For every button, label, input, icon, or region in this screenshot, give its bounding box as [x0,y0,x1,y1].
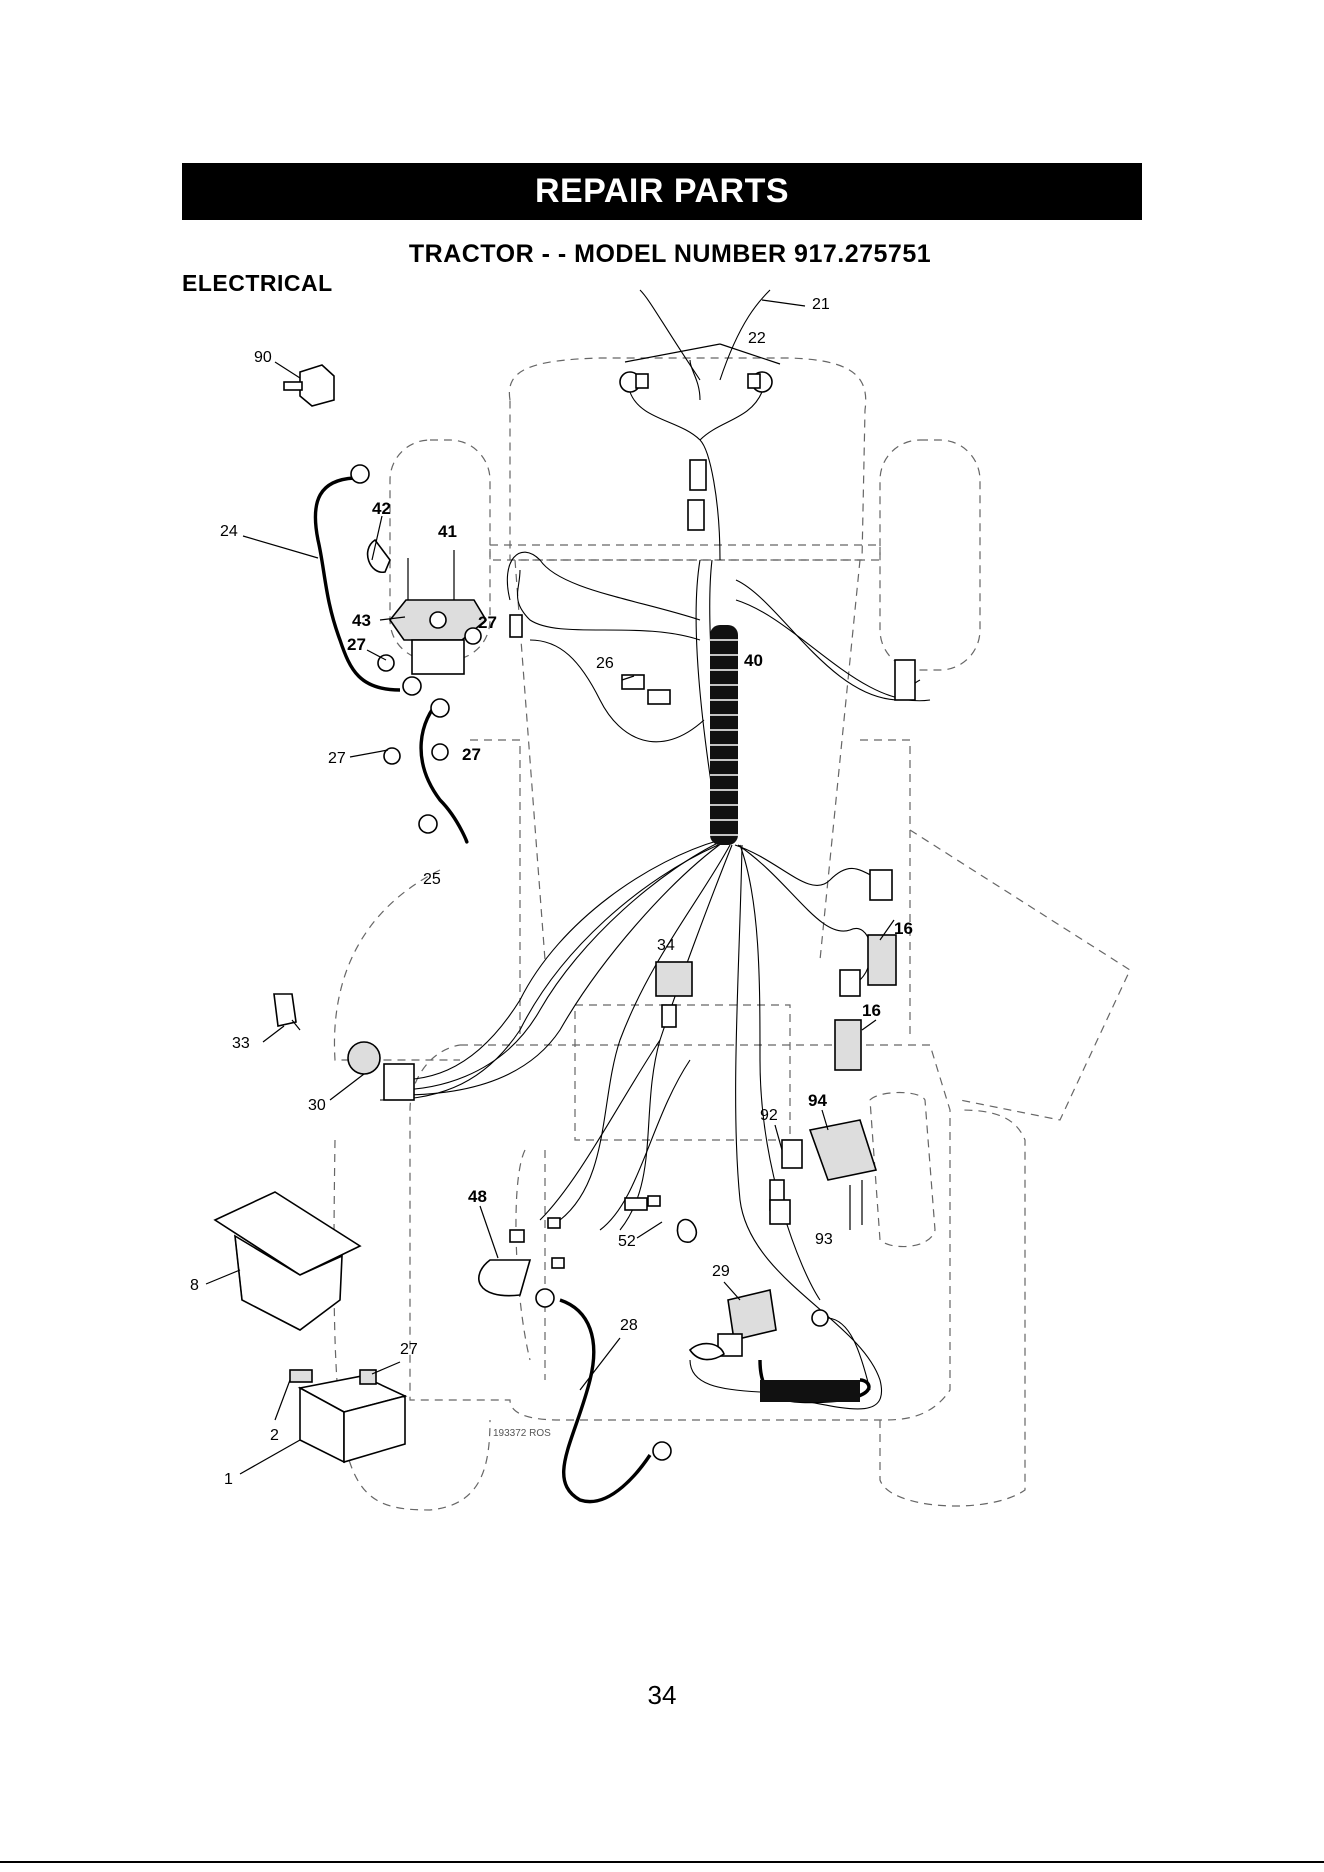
callout-33: 33 [232,1035,250,1052]
callout-27-b: 27 [478,613,497,632]
callout-34: 34 [657,937,675,954]
callout-16-a: 16 [894,919,913,938]
callout-27-a: 27 [347,635,366,654]
callout-2: 2 [270,1427,279,1444]
callout-27-d: 27 [462,745,481,764]
callout-48: 48 [468,1187,487,1206]
ignition-key [274,994,300,1030]
callout-27-f: 27 [400,1341,418,1358]
switch-assembly [770,1120,876,1230]
part-29-assembly [690,1290,870,1402]
callout-21: 21 [812,296,830,313]
ignition-switch [348,1042,414,1100]
callout-43: 43 [352,611,371,630]
callout-25: 25 [423,871,441,888]
page-number: 34 [612,1680,712,1711]
battery-tray [215,1192,360,1330]
convoluted-sleeve [710,625,738,845]
callout-90: 90 [254,349,272,366]
callout-27-c: 27 [328,750,346,767]
callout-labels: 90 22 21 24 42 41 43 27 27 27 27 27 26 4… [0,0,913,1488]
callout-16-b: 16 [862,1001,881,1020]
callout-92: 92 [760,1107,778,1124]
callout-24: 24 [220,523,238,540]
callout-8: 8 [190,1277,199,1294]
callout-93: 93 [815,1231,833,1248]
fuses [479,1196,697,1296]
main-wire-harness [380,290,930,1409]
bottom-rule [0,1861,1324,1863]
ground-cable [536,1289,671,1502]
battery [290,1370,405,1462]
callout-1: 1 [224,1471,233,1488]
starter-solenoid [368,540,486,764]
callout-40: 40 [744,651,763,670]
accessory-part-90 [284,365,334,406]
callout-29: 29 [712,1263,730,1280]
callout-52: 52 [618,1233,636,1250]
callout-94: 94 [808,1091,827,1110]
drawing-reference: 193372 ROS [493,1428,551,1439]
callout-30: 30 [308,1097,326,1114]
callout-26: 26 [596,655,614,672]
headlights [620,372,772,530]
callout-28: 28 [620,1317,638,1334]
callout-42: 42 [372,499,391,518]
callout-41: 41 [438,522,457,541]
switch-34 [656,962,692,1027]
relays [835,870,896,1070]
callout-22: 22 [748,330,766,347]
